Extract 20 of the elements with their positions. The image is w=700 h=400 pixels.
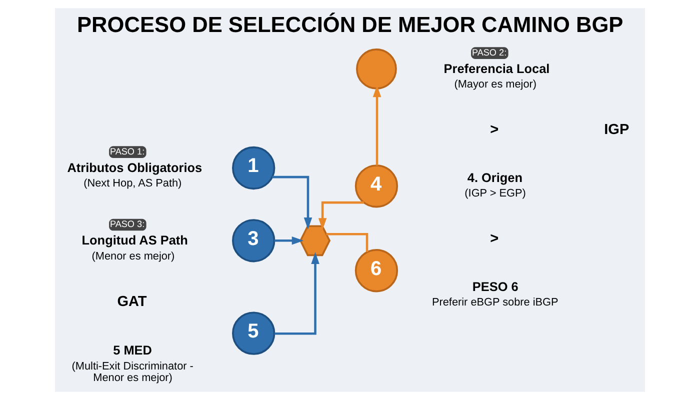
node-label: 4. Origen bbox=[467, 170, 522, 185]
label: > bbox=[490, 122, 499, 138]
node-label: (Next Hop, AS Path) bbox=[84, 178, 182, 190]
label: > bbox=[490, 231, 499, 248]
node-label: PASO 1: bbox=[110, 146, 145, 156]
node-label: Longitud AS Path bbox=[82, 232, 188, 248]
node-label: PESO 6 bbox=[472, 278, 518, 294]
node-label: PASO 3: bbox=[110, 219, 145, 230]
label: GAT bbox=[117, 294, 147, 310]
node-label: (Menor es mejor) bbox=[92, 250, 175, 262]
node-label: Atributos Obligatorios bbox=[67, 160, 202, 175]
node-label: (Mayor es mejor) bbox=[454, 78, 537, 91]
node-label: (IGP > EGP) bbox=[464, 188, 526, 200]
node-label: (Multi-Exit Discriminator - Menor es mejor) bbox=[72, 360, 194, 384]
node-label: Preferir eBGP sobre iBGP bbox=[432, 296, 558, 309]
label: IGP bbox=[604, 122, 630, 138]
node-label: 5 MED bbox=[113, 342, 152, 358]
node-label: PASO 2: bbox=[472, 47, 507, 58]
diagram-title: PROCESO DE SELECCIÓN DE MEJOR CAMINO BGP bbox=[77, 12, 624, 37]
node-label: Preferencia Local bbox=[444, 60, 550, 76]
